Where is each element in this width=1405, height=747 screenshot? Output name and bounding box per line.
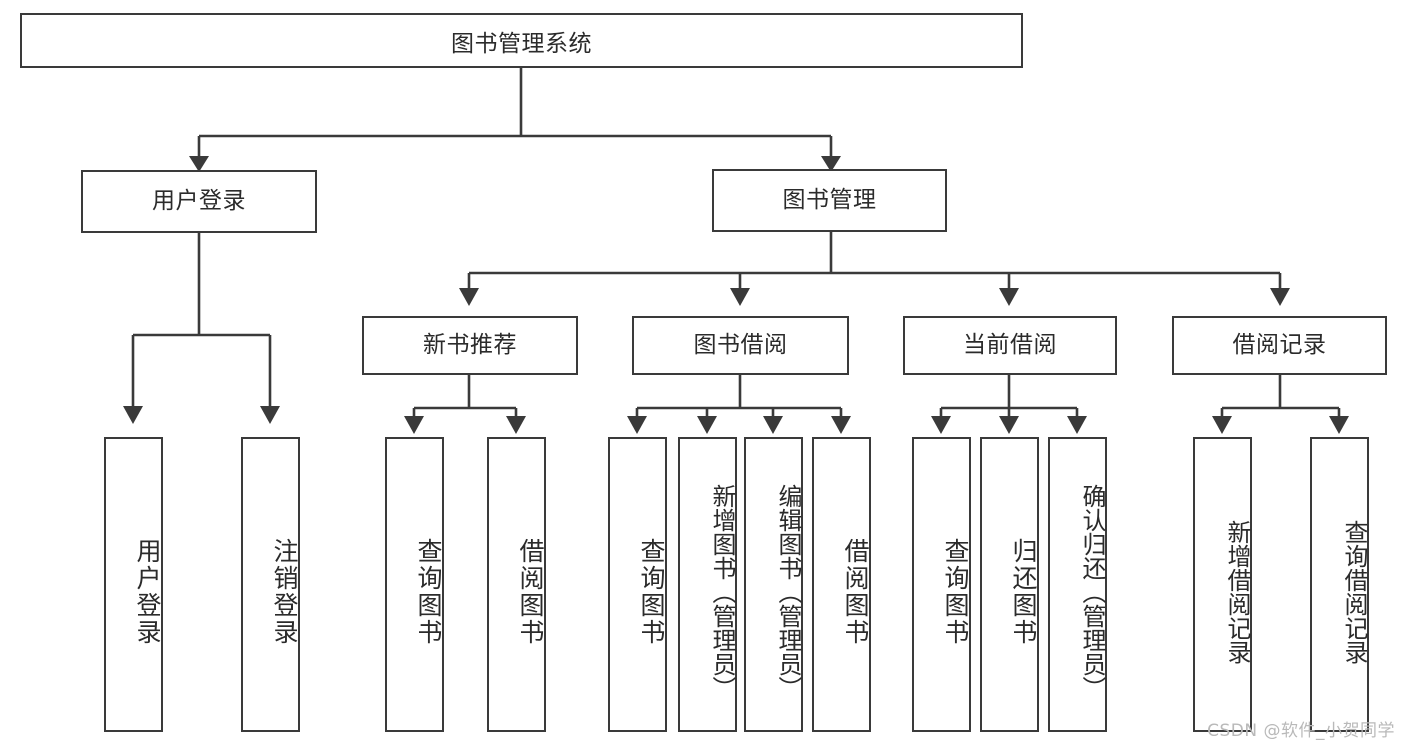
node-current-borrow[interactable]: 当前借阅 bbox=[903, 316, 1117, 375]
leaf-recommend-query-book[interactable]: 查询图书 bbox=[385, 437, 444, 732]
leaf-borrow-add-book-admin[interactable]: 新增图书（管理员） bbox=[678, 437, 737, 732]
leaf-borrow-edit-book-admin[interactable]: 编辑图书（管理员） bbox=[744, 437, 803, 732]
leaf-user-login[interactable]: 用户登录 bbox=[104, 437, 163, 732]
node-book-borrow[interactable]: 图书借阅 bbox=[632, 316, 849, 375]
node-root-system[interactable]: 图书管理系统 bbox=[20, 13, 1023, 68]
leaf-current-return-book[interactable]: 归还图书 bbox=[980, 437, 1039, 732]
leaf-record-add-borrow-record[interactable]: 新增借阅记录 bbox=[1193, 437, 1252, 732]
node-user-login[interactable]: 用户登录 bbox=[81, 170, 317, 233]
node-book-management[interactable]: 图书管理 bbox=[712, 169, 947, 232]
leaf-recommend-borrow-book[interactable]: 借阅图书 bbox=[487, 437, 546, 732]
node-new-book-recommend[interactable]: 新书推荐 bbox=[362, 316, 578, 375]
leaf-current-query-book[interactable]: 查询图书 bbox=[912, 437, 971, 732]
leaf-user-logout[interactable]: 注销登录 bbox=[241, 437, 300, 732]
leaf-borrow-query-book[interactable]: 查询图书 bbox=[608, 437, 667, 732]
node-borrow-record[interactable]: 借阅记录 bbox=[1172, 316, 1387, 375]
leaf-record-query-borrow-record[interactable]: 查询借阅记录 bbox=[1310, 437, 1369, 732]
leaf-borrow-borrow-book[interactable]: 借阅图书 bbox=[812, 437, 871, 732]
leaf-current-confirm-return-admin[interactable]: 确认归还（管理员） bbox=[1048, 437, 1107, 732]
